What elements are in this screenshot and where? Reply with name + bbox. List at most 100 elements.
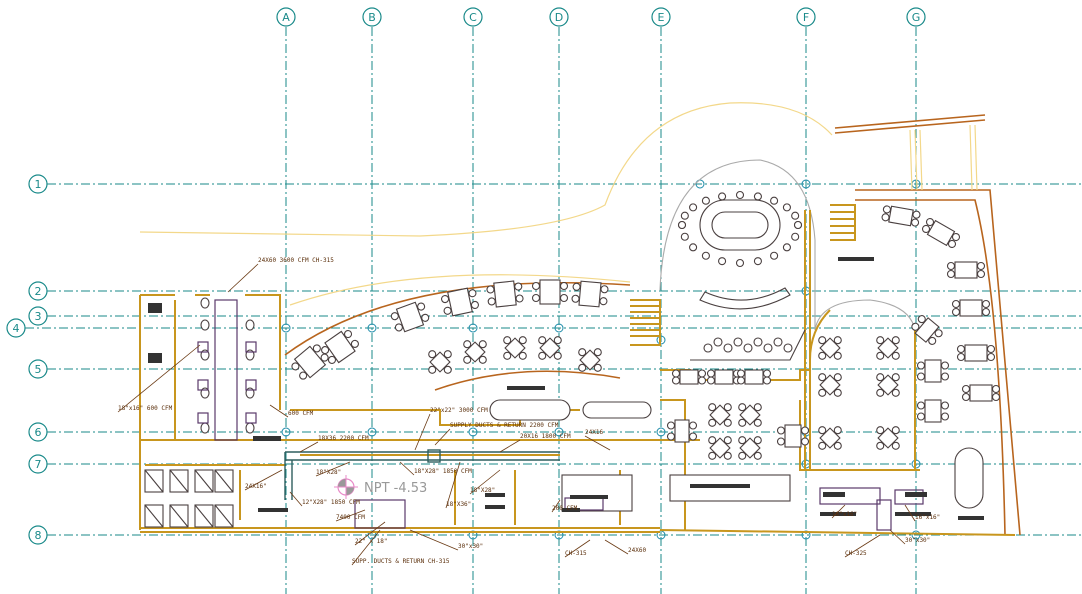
vav-unit-east xyxy=(819,487,881,505)
dining-table xyxy=(291,344,329,380)
stall xyxy=(144,504,164,528)
room-tags xyxy=(148,257,984,520)
room-tag xyxy=(820,512,856,516)
feature-element xyxy=(954,447,984,509)
annotation-text: 18"X28" 1850 CFM xyxy=(414,468,472,475)
square-table xyxy=(463,340,487,364)
bar-stool xyxy=(782,203,791,212)
annotation-text: 18"X28" xyxy=(470,487,495,494)
room-tag xyxy=(905,492,927,497)
grid-bubble-E xyxy=(651,7,671,27)
annotation-text: 24X60 3600 CFM CH-315 xyxy=(258,257,334,264)
grid-label-4: 4 xyxy=(13,322,20,335)
square-table xyxy=(876,426,900,450)
reception-desk xyxy=(489,399,571,421)
bar-outline xyxy=(659,159,916,331)
structural-column xyxy=(554,323,564,333)
lounge-chair xyxy=(733,337,743,347)
ne-stairs xyxy=(830,204,856,241)
annotation-callout: 7400 CFM xyxy=(335,509,365,522)
stall xyxy=(169,469,189,493)
annotation-text: 20X16 1800 CFM xyxy=(520,433,571,440)
grid-bubble-D xyxy=(549,7,569,27)
annotation-text: 600 CFM xyxy=(288,410,314,417)
dining-table xyxy=(531,279,569,305)
lounge-chair xyxy=(753,337,763,347)
south-wall xyxy=(140,527,1016,536)
structural-column xyxy=(281,323,291,333)
grid-label-B: B xyxy=(368,11,376,24)
annotation-callout: CH-325 xyxy=(844,534,881,558)
grid-bubble-4 xyxy=(6,318,26,338)
annotations: 24X60 3600 CFM CH-315 18"x16" 600 CFM 600 … xyxy=(117,257,940,566)
lounge-booth xyxy=(699,287,791,310)
ductwork xyxy=(197,299,924,531)
annotation-callout: 16"x16" xyxy=(904,504,940,522)
east-dining-walls xyxy=(799,210,920,471)
bar-stool xyxy=(680,232,689,241)
toilet xyxy=(200,422,210,434)
toilet xyxy=(200,297,210,309)
room-tag xyxy=(148,353,162,363)
diffuser-5 xyxy=(197,412,209,424)
annotation-text: 18"x16" 600 CFM xyxy=(118,405,173,412)
dining-table xyxy=(776,424,810,448)
stairs xyxy=(630,299,661,346)
annotation-callout: 18"X28" xyxy=(469,469,501,495)
restroom-walls xyxy=(139,294,281,530)
room-tag xyxy=(485,493,505,497)
annotation-text: 24X60 xyxy=(628,547,646,554)
square-table xyxy=(876,373,900,397)
annotation-callout: 600 CFM xyxy=(269,404,314,418)
annotation-text: CH-315 xyxy=(565,550,587,557)
annotation-callout: 24X16" xyxy=(244,469,283,491)
bar-stool xyxy=(718,257,727,266)
dining-table xyxy=(671,369,707,385)
stall xyxy=(214,469,234,493)
dining-table xyxy=(736,369,772,385)
stall xyxy=(144,469,164,493)
diffuser-6 xyxy=(245,412,257,424)
room-tag xyxy=(507,386,545,390)
bar-stool xyxy=(770,251,779,260)
room-tag xyxy=(690,484,750,488)
toilet xyxy=(200,319,210,331)
annotation-callout: 30"x30" xyxy=(889,529,930,545)
grid-bubble-F xyxy=(796,7,816,27)
annotation-callout: SUPPLY DUCTS & RETURN 2200 CFM xyxy=(434,422,559,446)
structural-column xyxy=(367,427,377,437)
square-table xyxy=(578,348,602,372)
annotation-callout: 18"x16" 600 CFM xyxy=(117,344,201,413)
room-tag xyxy=(895,512,931,516)
annotation-text: 22"x22" 3000 CFM xyxy=(430,407,488,414)
room-tag xyxy=(258,508,288,512)
dining-table xyxy=(706,369,742,385)
square-table xyxy=(876,336,900,360)
dining-table xyxy=(321,330,359,364)
lounge-chair xyxy=(763,343,773,353)
annotation-text: 24X16 xyxy=(585,429,603,436)
bar-stool xyxy=(753,257,762,266)
main-supply-duct xyxy=(284,451,560,500)
site-boundary-curve xyxy=(139,102,833,237)
annotation-callout: 30"x30" xyxy=(409,529,483,551)
dining-table xyxy=(571,280,609,308)
dining-table xyxy=(951,299,991,317)
grid-label-1: 1 xyxy=(35,178,42,191)
grid-bubble-B xyxy=(362,7,382,27)
architecture xyxy=(139,102,1021,536)
stall xyxy=(169,504,189,528)
square-table xyxy=(428,350,452,374)
bar-stool xyxy=(791,232,800,241)
toilet xyxy=(245,422,255,434)
grid-label-2: 2 xyxy=(35,285,42,298)
grid-label-C: C xyxy=(469,11,477,24)
square-table xyxy=(503,336,527,360)
annotation-text: SUPP. DUCTS & RETURN CH-315 xyxy=(352,558,450,565)
grid-bubble-C xyxy=(463,7,483,27)
grid-label-G: G xyxy=(912,11,921,24)
structural-column xyxy=(911,530,921,540)
corridor-walls xyxy=(145,369,810,530)
dining-table xyxy=(961,384,1001,402)
ne-canopy xyxy=(834,114,986,134)
